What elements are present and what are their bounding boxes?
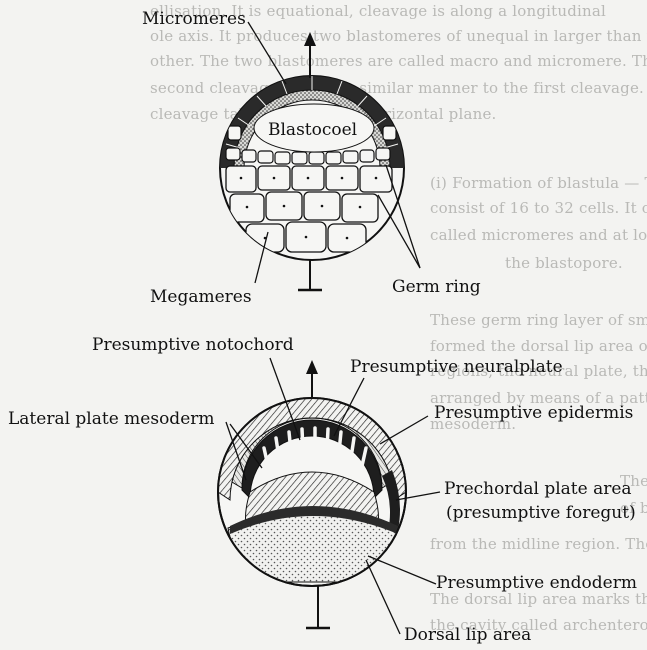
- label-germ-ring: Germ ring: [392, 277, 481, 297]
- label-lateral-plate-mesoderm: Lateral plate mesoderm: [8, 409, 215, 429]
- label-presumptive-epidermis: Presumptive epidermis: [434, 403, 633, 423]
- label-dorsal-lip-area: Dorsal lip area: [404, 625, 531, 645]
- label-prechordal-plate-area: Prechordal plate area: [444, 479, 632, 499]
- label-presumptive-neuralplate: Presumptive neuralplate: [350, 357, 563, 377]
- label-presumptive-foregut: (presumptive foregut): [446, 503, 636, 523]
- label-presumptive-notochord: Presumptive notochord: [92, 335, 294, 355]
- label-blastocoel: Blastocoel: [268, 120, 357, 140]
- label-micromeres: Micromeres: [142, 9, 246, 29]
- fate-map-drawing: [218, 358, 440, 634]
- label-presumptive-endoderm: Presumptive endoderm: [436, 573, 637, 593]
- blastula-drawing: [220, 22, 420, 290]
- label-megameres: Megameres: [150, 287, 252, 307]
